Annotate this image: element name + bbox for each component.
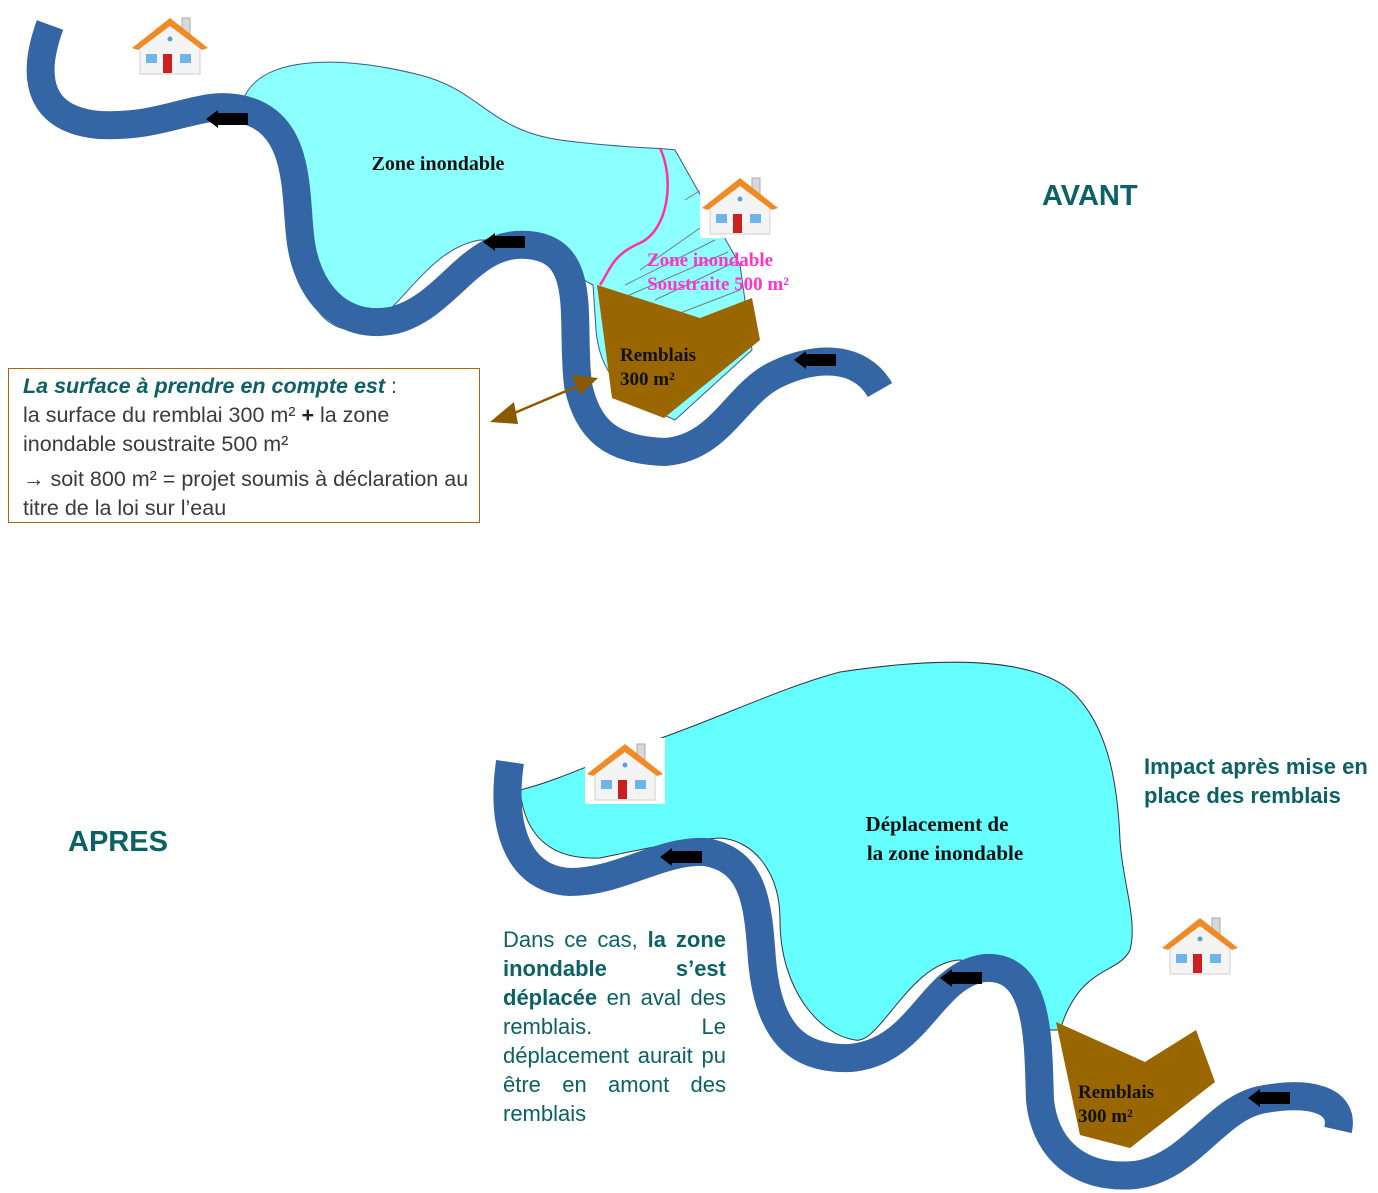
subtracted-zone-label-2: Soustraite 500 m² xyxy=(647,274,789,295)
heading-avant: AVANT xyxy=(1042,180,1138,212)
double-arrow-icon xyxy=(490,375,598,424)
house-icon xyxy=(129,11,211,79)
info-box-text-part2: la zone inondable soustraite 500 m² xyxy=(23,403,390,456)
zone-label-apres-1: Déplacement de xyxy=(866,812,1009,836)
impact-label: Impact après mise en place des remblais xyxy=(1144,754,1368,808)
subtracted-zone-label-1: Zone inondable xyxy=(647,250,773,271)
zone-label-avant: Zone inondable xyxy=(372,153,505,175)
info-box-plus: + xyxy=(301,403,314,427)
flood-zone-apres xyxy=(519,661,1133,1041)
case-text-bold: la zone inondable s’est déplacée xyxy=(503,927,726,1010)
info-box-text: La surface à prendre en compte est : la … xyxy=(23,372,479,459)
fill-avant xyxy=(597,285,760,418)
river-avant xyxy=(26,20,893,467)
info-box-lead: La surface à prendre en compte est xyxy=(23,374,386,398)
fill-label-avant-2: 300 m² xyxy=(620,369,675,390)
fill-apres xyxy=(1056,1022,1215,1148)
fill-label-apres-2: 300 m² xyxy=(1078,1106,1133,1127)
info-box-text-part1: la surface du remblai 300 m² xyxy=(23,403,302,427)
info-box: La surface à prendre en compte est : la … xyxy=(8,368,480,523)
info-box-lead-suffix: : xyxy=(385,374,397,398)
subtracted-zone-boundary xyxy=(598,147,669,286)
case-text-part1: Dans ce cas, xyxy=(503,927,648,952)
case-description: Dans ce cas, la zone inondable s’est dép… xyxy=(503,925,726,1128)
case-text-part2: en aval des remblais. Le déplacement aur… xyxy=(503,985,726,1126)
fill-label-avant-1: Remblais xyxy=(620,345,696,366)
fill-label-apres-1: Remblais xyxy=(1078,1082,1154,1103)
info-box-conclusion: → soit 800 m² = projet soumis à déclarat… xyxy=(23,467,469,520)
zone-label-apres-2: la zone inondable xyxy=(867,841,1023,865)
house-icon xyxy=(699,171,781,239)
house-icon xyxy=(584,737,666,805)
river-apres xyxy=(493,759,1353,1190)
house-icon xyxy=(1159,911,1241,979)
heading-apres: APRES xyxy=(68,826,168,858)
